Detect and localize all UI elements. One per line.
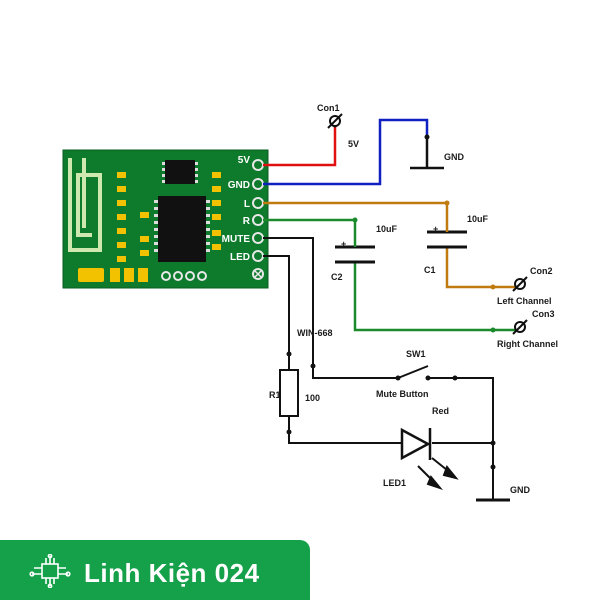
- pcb-pads: [78, 172, 221, 282]
- pin-label-gnd: GND: [228, 180, 250, 191]
- pin-label-led: LED: [230, 252, 250, 263]
- gnd-label-top: GND: [444, 152, 465, 162]
- led-led1: [400, 427, 432, 461]
- capacitor-c1: [427, 218, 467, 249]
- connector-con3: [512, 319, 528, 335]
- capacitor-c2: [335, 233, 375, 264]
- pcb-module: 5V GND L R MUTE LED: [62, 149, 269, 289]
- junction-left: [444, 200, 450, 206]
- ground-symbol-top: [410, 137, 444, 170]
- pcb-small-chip: [162, 160, 198, 184]
- wire-led-to-r1: [263, 255, 290, 370]
- c2-plus-sign: +: [341, 239, 346, 249]
- c1-label: C1: [424, 265, 436, 275]
- junction-dots: [286, 122, 496, 470]
- pcb-main-chip: [154, 196, 210, 262]
- con2-label: Con2: [530, 266, 553, 276]
- pin-label-mute: MUTE: [222, 234, 251, 245]
- r1-label: R1: [269, 390, 281, 400]
- brand-name: Linh Kiện 024: [84, 558, 260, 588]
- wire-right-in: [263, 218, 357, 233]
- module-name: WIN-668: [297, 328, 333, 338]
- brand-bar: [0, 540, 310, 600]
- connector-con1: [327, 113, 343, 129]
- gnd-label-bottom: GND: [510, 485, 531, 495]
- wire-gnd: [263, 118, 429, 186]
- c1-value: 10uF: [467, 214, 489, 224]
- wire-r1-to-led: [288, 416, 402, 444]
- pin-label-r: R: [243, 216, 251, 227]
- con3-label: Con3: [532, 309, 555, 319]
- wire-right-out: [353, 262, 518, 332]
- junction-right: [352, 217, 358, 223]
- left-channel-label: Left Channel: [497, 296, 552, 306]
- wire-switch-to-gnd: [428, 377, 494, 500]
- c2-value: 10uF: [376, 224, 398, 234]
- pcb-antenna: [68, 158, 102, 252]
- con1-value: 5V: [348, 139, 359, 149]
- junction-left-out: [490, 284, 496, 290]
- switch-sw1: [397, 365, 429, 379]
- wire-left-out: [445, 247, 518, 289]
- pcb-bottom-holes: [161, 271, 207, 281]
- pin-label-5v: 5V: [238, 155, 251, 166]
- c2-label: C2: [331, 272, 343, 282]
- r1-value: 100: [305, 393, 320, 403]
- wire-5v: [263, 125, 337, 167]
- mute-button-label: Mute Button: [376, 389, 428, 399]
- wire-mute: [263, 237, 398, 379]
- led-color-label: Red: [432, 406, 449, 416]
- connector-con2: [512, 276, 528, 292]
- led-light-arrows: [417, 457, 459, 491]
- junction-right-out: [490, 327, 496, 333]
- led1-label: LED1: [383, 478, 406, 488]
- con1-label: Con1: [317, 103, 340, 113]
- right-channel-label: Right Channel: [497, 339, 558, 349]
- resistor-r1: [279, 369, 299, 417]
- wire-left-in: [263, 201, 449, 218]
- c1-plus-sign: +: [433, 224, 438, 234]
- pin-label-l: L: [244, 199, 250, 210]
- sw1-label: SW1: [406, 349, 426, 359]
- chip-logo-icon: [29, 554, 71, 588]
- pcb-unused-pin: [254, 270, 262, 278]
